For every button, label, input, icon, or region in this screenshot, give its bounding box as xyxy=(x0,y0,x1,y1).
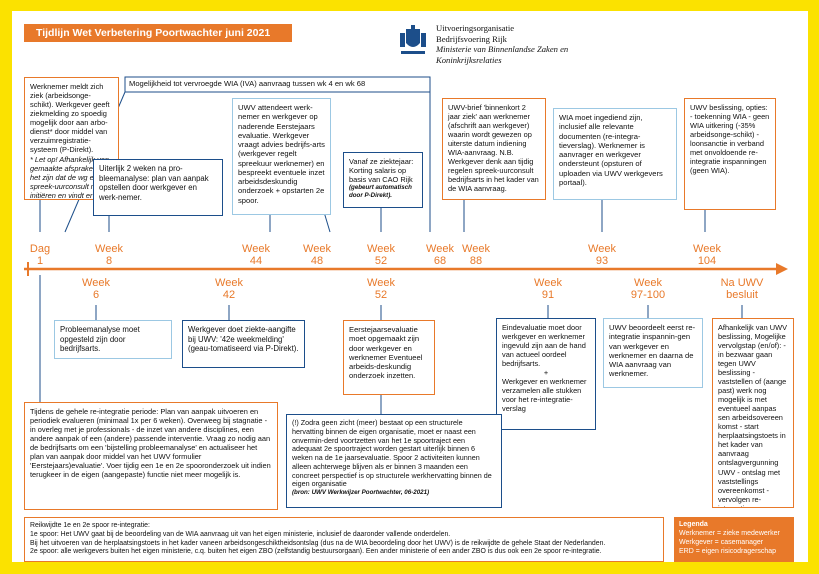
box-source: (bron: UWV Werkwijzer Poortwachter, 06-2… xyxy=(292,489,430,497)
week-number: 44 xyxy=(249,254,263,267)
box-week-6: Probleemanalyse moet opgesteld zijn door… xyxy=(54,320,172,359)
box-week-52-korting: Vanaf ze ziektejaar: Korting salaris op … xyxy=(343,152,423,208)
box-text: Werkgever doet ziekte-aangifte bij UWV: … xyxy=(188,325,299,353)
early-wia-header: Mogelijkheid tot vervroegde WIA (IVA) aa… xyxy=(129,79,366,88)
box-spoor-2: (!) Zodra geen zicht (meer) bestaat op e… xyxy=(286,414,502,508)
week-word: Week xyxy=(303,243,331,255)
week-number: 97-100 xyxy=(630,288,666,301)
legend-title: Legenda xyxy=(679,521,708,528)
box-na-uwv-besluit: Afhankelijk van UWV beslissing, Mogelijk… xyxy=(712,318,794,508)
week-word: Week xyxy=(367,243,395,255)
page-title: Tijdlijn Wet Verbetering Poortwachter ju… xyxy=(24,24,292,42)
week-word: Na UWV xyxy=(720,277,764,289)
box-ziekmelding: Werknemer meldt zich ziek (arbeidsonge-s… xyxy=(24,77,119,200)
week-word: Week xyxy=(588,243,616,255)
week-number: 104 xyxy=(697,254,717,267)
org-name: Uitvoeringsorganisatie Bedrijfsvoering R… xyxy=(436,23,616,66)
box-text: Tijdens de gehele re-integratie periode:… xyxy=(30,407,271,480)
box-text: UWV attendeert werk-nemer en werkgever o… xyxy=(238,103,325,205)
week-number: 42 xyxy=(222,288,236,301)
week-word: Week xyxy=(634,277,662,289)
week-number: 52 xyxy=(374,254,388,267)
week-word: Week xyxy=(242,243,270,255)
box-text: (!) Zodra geen zicht (meer) bestaat op e… xyxy=(292,418,492,489)
week-word: Week xyxy=(215,277,243,289)
week-number: besluit xyxy=(726,288,758,301)
week-word: Week xyxy=(82,277,110,289)
week-number: 68 xyxy=(433,254,447,267)
box-gehele-periode: Tijdens de gehele re-integratie periode:… xyxy=(24,402,278,510)
week-number: 91 xyxy=(541,288,555,301)
week-word: Week xyxy=(693,243,721,255)
org-line-4: Koninkrijksrelaties xyxy=(436,55,502,66)
box-week-44: UWV attendeert werk-nemer en werkgever o… xyxy=(232,98,331,215)
week-number: 48 xyxy=(310,254,324,267)
box-note: * Let op! Afhankelijk van gemaakte afspr… xyxy=(30,155,111,200)
box-text: Eerstejaarsevaluatie moet opgemaakt zijn… xyxy=(349,325,423,381)
box-week-97-100: UWV beoordeelt eerst re-integratie inspa… xyxy=(603,318,703,388)
box-week-52-eerstejaars: Eerstejaarsevaluatie moet opgemaakt zijn… xyxy=(343,320,435,395)
box-text: UWV-brief 'binnenkort 2 jaar ziek' aan w… xyxy=(448,103,539,194)
legend-line-1: Werknemer = zieke medewerker xyxy=(679,530,780,538)
crest-logo xyxy=(398,25,428,57)
box-week-88: UWV-brief 'binnenkort 2 jaar ziek' aan w… xyxy=(442,98,546,200)
reikwijdte-line-3: 2e spoor: alle werkgevers buiten het eig… xyxy=(30,548,602,556)
box-text: Vanaf ze ziektejaar: Korting salaris op … xyxy=(349,157,414,185)
week-number: 93 xyxy=(595,254,609,267)
box-week-42: Werkgever doet ziekte-aangifte bij UWV: … xyxy=(182,320,305,368)
box-week-91: Eindevaluatie moet door werkgever en wer… xyxy=(496,318,596,430)
box-week-8: Uiterlijk 2 weken na pro-bleemanalyse: p… xyxy=(93,159,223,216)
week-number: 1 xyxy=(36,254,44,267)
week-number: 52 xyxy=(374,288,388,301)
week-number: 8 xyxy=(105,254,113,267)
box-week-104: UWV beslissing, opties: - toekenning WIA… xyxy=(684,98,776,210)
legend-line-3: ERD = eigen risicodragerschap xyxy=(679,548,777,556)
week-word: Week xyxy=(367,277,395,289)
week-word: Week xyxy=(534,277,562,289)
reikwijdte-line-2: Bij het uitvoeren van de herplaatsingsto… xyxy=(30,539,606,547)
box-text: Uiterlijk 2 weken na pro-bleemanalyse: p… xyxy=(99,164,209,202)
crest-icon xyxy=(400,25,426,54)
week-word: Week xyxy=(426,243,454,255)
org-line-1: Uitvoeringsorganisatie xyxy=(436,23,515,33)
box-reikwijdte: Reikwijdte 1e en 2e spoor re-integratie:… xyxy=(24,517,664,562)
legend-line-2: Werkgever = casemanager xyxy=(679,539,764,547)
box-text: UWV beoordeelt eerst re-integratie inspa… xyxy=(609,323,696,379)
box-text: Eindevaluatie moet door werkgever en wer… xyxy=(502,323,586,369)
box-note: (gebeurt automatisch door P-Direkt). xyxy=(349,184,412,199)
box-text-2: Werkgever en werknemer verzamelen alle s… xyxy=(502,377,587,414)
week-number: 6 xyxy=(92,288,100,301)
legend: Legenda Werknemer = zieke medewerker Wer… xyxy=(674,517,794,562)
week-word: Week xyxy=(95,243,123,255)
box-week-93: WIA moet ingediend zijn, inclusief alle … xyxy=(553,108,677,200)
box-plus: + xyxy=(543,368,549,378)
box-text: Probleemanalyse moet opgesteld zijn door… xyxy=(60,325,140,353)
reikwijdte-title: Reikwijdte 1e en 2e spoor re-integratie: xyxy=(30,522,150,529)
box-text: UWV beslissing, opties: - toekenning WIA… xyxy=(690,103,770,176)
reikwijdte-line-1: 1e spoor: Het UWV gaat bij de beoordelin… xyxy=(30,530,451,538)
box-text: WIA moet ingediend zijn, inclusief alle … xyxy=(559,113,663,187)
week-word: Dag xyxy=(29,243,51,255)
box-text: Werknemer meldt zich ziek (arbeidsonge-s… xyxy=(30,82,110,155)
org-line-3: Ministerie van Binnenlandse Zaken en xyxy=(436,44,569,55)
week-number: 88 xyxy=(469,254,483,267)
box-text: Afhankelijk van UWV beslissing, Mogelijk… xyxy=(718,323,788,507)
week-word: Week xyxy=(462,243,490,255)
org-line-2: Bedrijfsvoering Rijk xyxy=(436,33,507,44)
